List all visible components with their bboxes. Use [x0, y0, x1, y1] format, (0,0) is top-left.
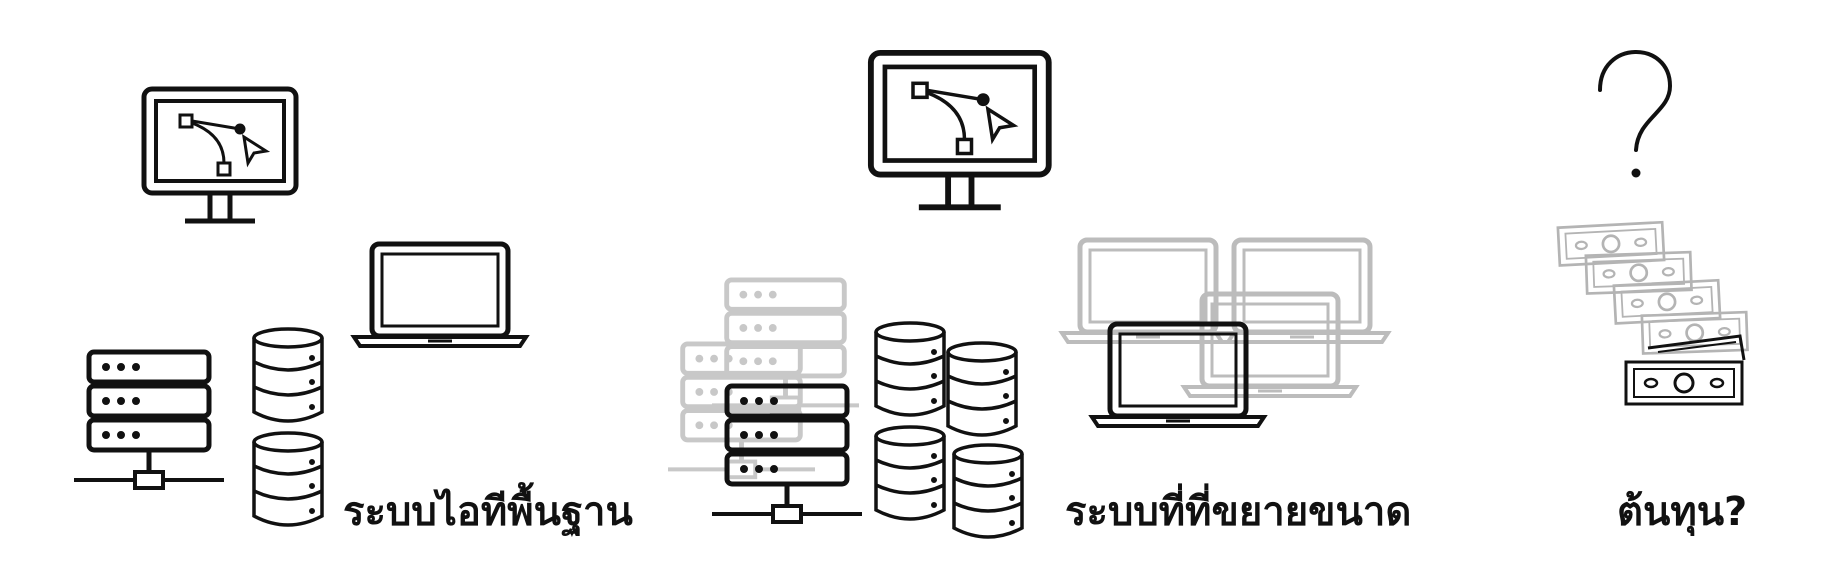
banknote-icon: [1624, 360, 1744, 406]
banknote-icon: [1584, 250, 1693, 295]
database-icon: [952, 443, 1024, 539]
laptop-icon: [354, 244, 526, 346]
database-icon: [946, 341, 1018, 437]
banknote-icon: [1612, 278, 1722, 325]
design-monitor-icon: [144, 89, 296, 221]
section-scalable-system: [668, 53, 1388, 539]
server-rack-icon: [74, 352, 224, 488]
database-icon: [874, 425, 946, 521]
laptop-icon: [1062, 240, 1234, 342]
caption-cost: ต้นทุน?: [1617, 489, 1748, 535]
section-cost: [1556, 50, 1749, 406]
design-monitor-icon: [871, 53, 1049, 207]
section-basic-it: [74, 89, 526, 527]
database-icon: [252, 327, 324, 423]
laptop-icon: [1184, 294, 1356, 396]
question-mark-icon: [1598, 50, 1673, 178]
caption-scalable-system: ระบบที่ที่ขยายขนาด: [1065, 489, 1412, 535]
caption-basic-it: ระบบไอทีพื้นฐาน: [343, 489, 633, 535]
faded-banknotes: [1556, 220, 1749, 355]
server-rack-icon: [712, 280, 859, 413]
database-icon: [252, 431, 324, 527]
database-icon: [874, 321, 946, 417]
